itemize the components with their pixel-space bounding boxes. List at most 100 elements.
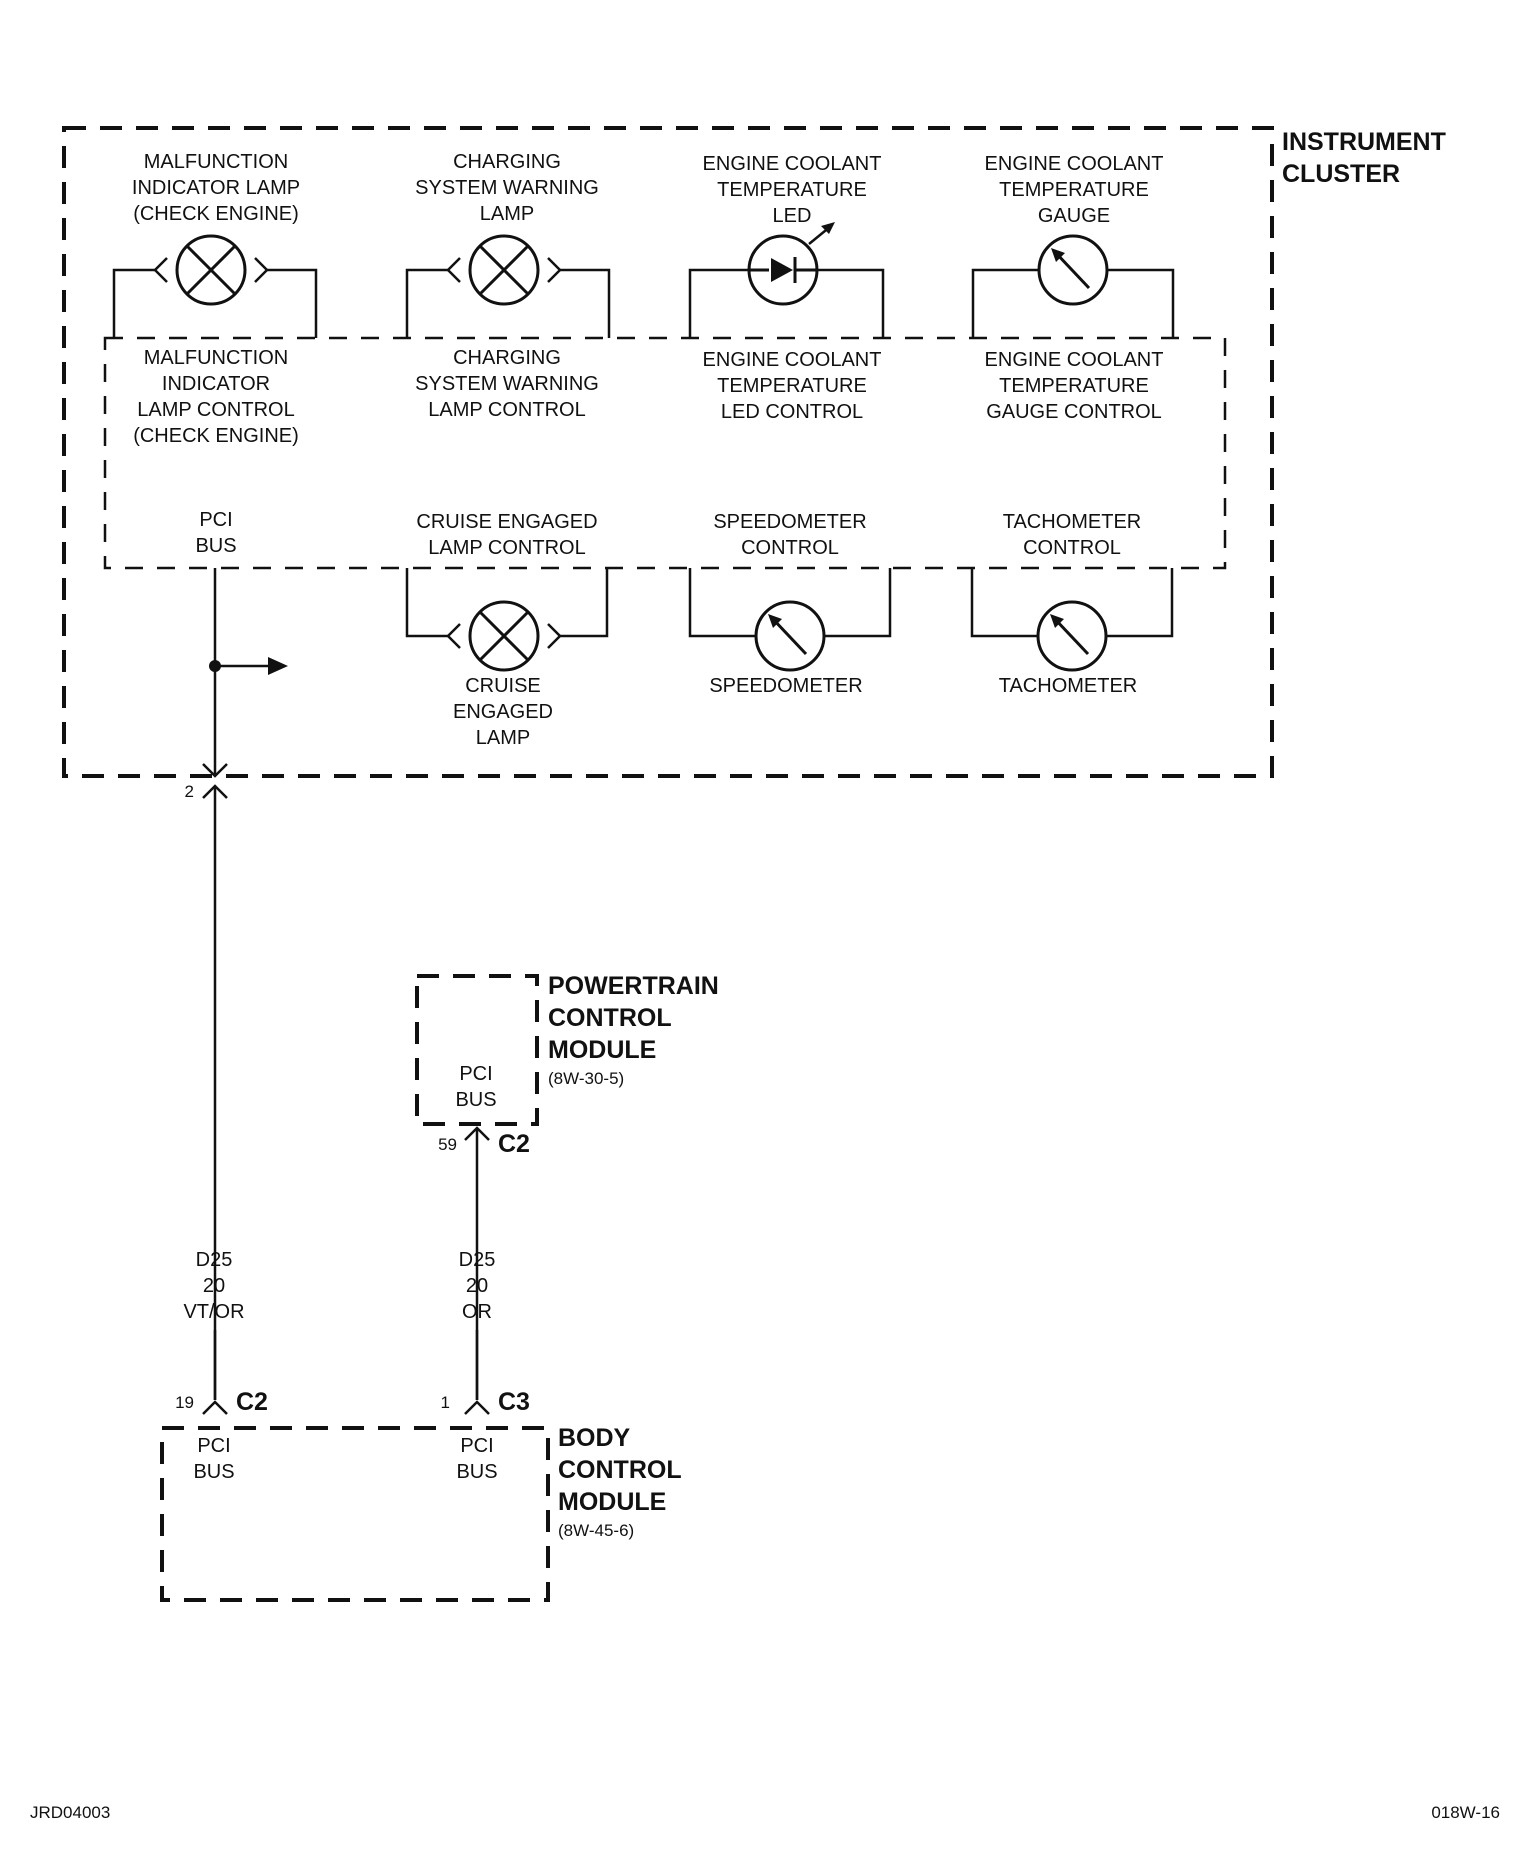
gauge-icon [1036,600,1108,672]
cluster-controller-box [103,336,1227,570]
svg-text:59: 59 [438,1135,457,1154]
svg-text:SYSTEM WARNING: SYSTEM WARNING [415,373,599,395]
engine-coolant-temperature-gauge-control: ENGINE COOLANT TEMPERATURE GAUGE CONTROL [985,349,1164,423]
svg-text:SPEEDOMETER: SPEEDOMETER [713,511,866,533]
cruise-engaged-lamp-control: CRUISE ENGAGED LAMP CONTROL [416,511,597,559]
cruise-engaged-lamp: CRUISE ENGAGED LAMP [405,568,609,749]
svg-text:INDICATOR: INDICATOR [162,373,270,395]
lamp-icon [446,600,562,672]
svg-text:CLUSTER: CLUSTER [1282,160,1400,188]
svg-text:ENGAGED: ENGAGED [453,701,553,723]
malfunction-indicator-lamp: MALFUNCTION INDICATOR LAMP (CHECK ENGINE… [112,151,318,338]
arrow-right-icon [268,657,288,675]
svg-text:PCI: PCI [199,509,232,531]
lamp-icon [446,234,562,306]
footer-left-code: JRD04003 [30,1803,110,1822]
svg-text:(CHECK ENGINE): (CHECK ENGINE) [133,425,299,447]
malfunction-indicator-lamp-control: MALFUNCTION INDICATOR LAMP CONTROL (CHEC… [133,347,299,447]
svg-text:CHARGING: CHARGING [453,347,561,369]
svg-text:MODULE: MODULE [548,1036,656,1064]
lamp-icon [153,234,269,306]
svg-text:LAMP CONTROL: LAMP CONTROL [428,537,585,559]
footer-right-code: 018W-16 [1431,1803,1500,1822]
wire-label-or: D25 20 OR [459,1249,496,1323]
svg-text:D25: D25 [196,1249,233,1271]
svg-text:VT/OR: VT/OR [183,1301,244,1323]
svg-text:LAMP: LAMP [476,727,530,749]
svg-text:TEMPERATURE: TEMPERATURE [717,179,867,201]
wire-label-vt-or: D25 20 VT/OR [183,1249,244,1323]
svg-text:INSTRUMENT: INSTRUMENT [1282,128,1446,156]
svg-text:(8W-45-6): (8W-45-6) [558,1521,634,1540]
gauge-icon [1037,234,1109,306]
gauge-icon [754,600,826,672]
svg-text:GAUGE CONTROL: GAUGE CONTROL [986,401,1162,423]
svg-text:LAMP CONTROL: LAMP CONTROL [428,399,585,421]
svg-text:CONTROL: CONTROL [558,1456,682,1484]
svg-text:BUS: BUS [455,1089,496,1111]
svg-text:PCI: PCI [459,1063,492,1085]
charging-system-warning-lamp-control: CHARGING SYSTEM WARNING LAMP CONTROL [415,347,599,421]
instrument-cluster-title: INSTRUMENT CLUSTER [1282,128,1446,188]
tachometer-control: TACHOMETER CONTROL [1003,511,1142,559]
svg-text:CONTROL: CONTROL [548,1004,672,1032]
svg-text:TACHOMETER: TACHOMETER [1003,511,1142,533]
svg-text:20: 20 [466,1275,488,1297]
svg-text:CRUISE: CRUISE [465,675,541,697]
svg-text:MODULE: MODULE [558,1488,666,1516]
svg-text:BUS: BUS [456,1461,497,1483]
body-control-module-title: BODY CONTROL MODULE (8W-45-6) [558,1424,682,1540]
svg-text:C2: C2 [498,1130,530,1158]
tachometer: TACHOMETER [970,568,1174,697]
svg-text:INDICATOR LAMP: INDICATOR LAMP [132,177,300,199]
bcm-c2-connector: 19 C2 [175,1330,268,1416]
engine-coolant-temperature-led: ENGINE COOLANT TEMPERATURE LED [688,153,885,338]
cluster-pci-bus: PCI BUS [195,509,236,557]
svg-text:LED CONTROL: LED CONTROL [721,401,863,423]
bcm-pci-bus-right: PCI BUS [456,1435,497,1483]
svg-text:PCI: PCI [197,1435,230,1457]
powertrain-pci-wire: 59 C2 [438,1126,530,1400]
svg-text:SPEEDOMETER: SPEEDOMETER [709,675,862,697]
svg-text:BUS: BUS [193,1461,234,1483]
powertrain-control-module-title: POWERTRAIN CONTROL MODULE (8W-30-5) [548,972,719,1088]
svg-text:(8W-30-5): (8W-30-5) [548,1069,624,1088]
svg-text:20: 20 [203,1275,225,1297]
svg-text:MALFUNCTION: MALFUNCTION [144,151,288,173]
engine-coolant-temperature-led-control: ENGINE COOLANT TEMPERATURE LED CONTROL [703,349,882,423]
speedometer: SPEEDOMETER [688,568,892,697]
svg-text:ENGINE COOLANT: ENGINE COOLANT [703,349,882,371]
svg-text:C2: C2 [236,1388,268,1416]
engine-coolant-temperature-gauge: ENGINE COOLANT TEMPERATURE GAUGE [971,153,1175,338]
svg-text:MALFUNCTION: MALFUNCTION [144,347,288,369]
svg-text:BODY: BODY [558,1424,631,1452]
cluster-pci-wire: 2 [185,568,288,1400]
svg-text:TACHOMETER: TACHOMETER [999,675,1138,697]
charging-system-warning-lamp: CHARGING SYSTEM WARNING LAMP [405,151,611,338]
svg-text:PCI: PCI [460,1435,493,1457]
svg-text:1: 1 [441,1393,450,1412]
body-control-module-box [160,1426,550,1602]
svg-text:SYSTEM WARNING: SYSTEM WARNING [415,177,599,199]
svg-text:GAUGE: GAUGE [1038,205,1110,227]
svg-text:C3: C3 [498,1388,530,1416]
bcm-pci-bus-left: PCI BUS [193,1435,234,1483]
svg-text:CHARGING: CHARGING [453,151,561,173]
led-icon [747,220,837,306]
svg-text:CONTROL: CONTROL [741,537,839,559]
svg-text:CRUISE ENGAGED: CRUISE ENGAGED [416,511,597,533]
bcm-c3-connector: 1 C3 [441,1330,530,1416]
svg-text:ENGINE COOLANT: ENGINE COOLANT [985,153,1164,175]
svg-text:ENGINE COOLANT: ENGINE COOLANT [703,153,882,175]
svg-text:TEMPERATURE: TEMPERATURE [717,375,867,397]
svg-text:D25: D25 [459,1249,496,1271]
svg-text:LAMP CONTROL: LAMP CONTROL [137,399,294,421]
svg-text:LED: LED [773,205,812,227]
svg-text:2: 2 [185,782,194,801]
svg-text:19: 19 [175,1393,194,1412]
svg-text:BUS: BUS [195,535,236,557]
svg-text:(CHECK ENGINE): (CHECK ENGINE) [133,203,299,225]
speedometer-control: SPEEDOMETER CONTROL [713,511,866,559]
powertrain-pci-bus: PCI BUS [455,1063,496,1111]
